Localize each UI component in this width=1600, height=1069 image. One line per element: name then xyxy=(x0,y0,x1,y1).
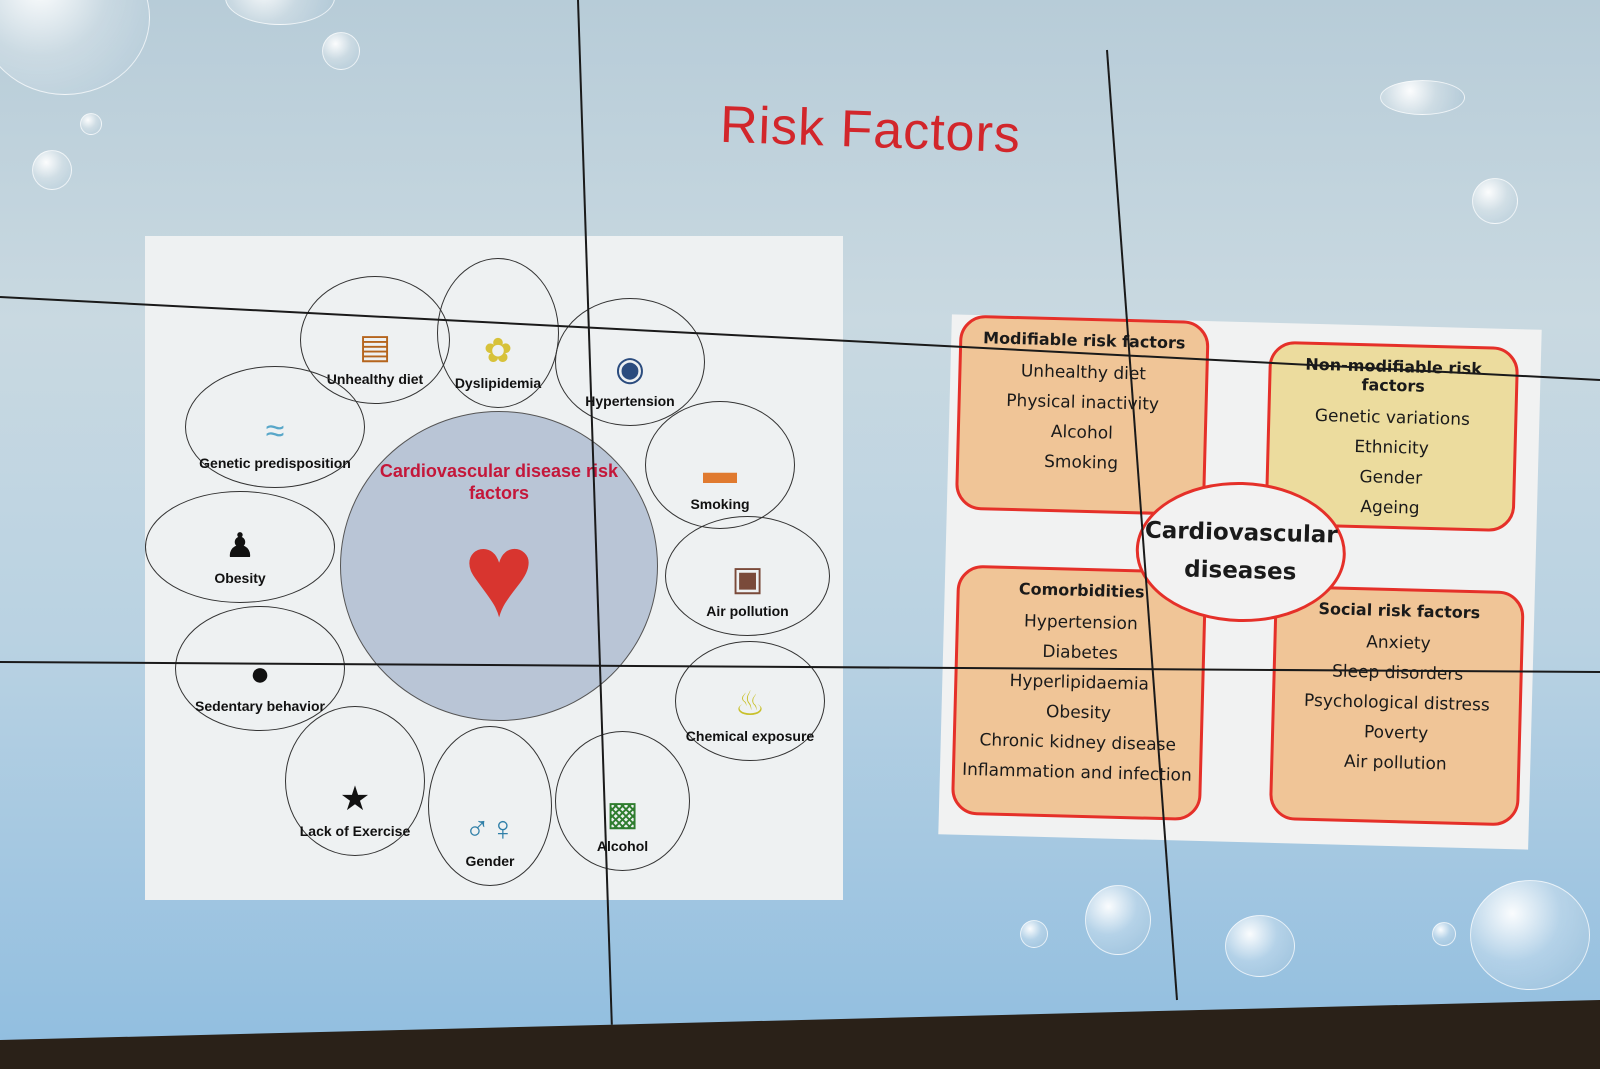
factor-chemical-exposure: ♨ Chemical exposure xyxy=(675,641,825,761)
factor-label: Genetic predisposition xyxy=(199,455,351,471)
runner-icon: ★ xyxy=(339,780,371,818)
bubble-decoration xyxy=(1432,922,1456,946)
burger-icon: ▤ xyxy=(358,328,392,366)
cigarette-icon: ▬ xyxy=(703,453,737,491)
factor-label: Chemical exposure xyxy=(685,728,815,744)
sprayer-icon: ♨ xyxy=(734,685,766,723)
factor-label: Sedentary behavior xyxy=(195,698,325,714)
bubble-decoration xyxy=(1472,178,1518,224)
blood-pressure-icon: ◉ xyxy=(615,350,645,388)
bubble-decoration xyxy=(1380,80,1465,115)
factor-label: Air pollution xyxy=(706,603,789,619)
lipid-icon: ✿ xyxy=(483,332,513,370)
person-icon: ♟ xyxy=(224,527,256,565)
man-woman-icon: ♂♀ xyxy=(464,810,516,848)
factory-icon: ▣ xyxy=(731,560,764,598)
center-title: Cardiovascular disease risk factors xyxy=(379,461,619,503)
factor-label: Unhealthy diet xyxy=(326,371,424,387)
seam-line xyxy=(0,661,1600,673)
factor-label: Smoking xyxy=(690,496,750,512)
bottles-icon: ▩ xyxy=(606,795,639,833)
center-circle: Cardiovascular disease risk factors ♥ xyxy=(340,411,658,721)
factor-label: Alcohol xyxy=(596,838,649,854)
factor-label: Gender xyxy=(465,853,515,869)
bubble-decoration xyxy=(32,150,72,190)
bubble-decoration xyxy=(1470,880,1590,990)
dna-icon: ≈ xyxy=(265,412,285,450)
factor-dyslipidemia: ✿ Dyslipidemia xyxy=(437,258,559,408)
bubble-decoration xyxy=(1085,885,1151,955)
factor-label: Dyslipidemia xyxy=(454,375,542,391)
factor-gender: ♂♀ Gender xyxy=(428,726,552,886)
factor-label: Lack of Exercise xyxy=(299,823,411,839)
factor-hypertension: ◉ Hypertension xyxy=(555,298,705,426)
bubble-decoration xyxy=(1020,920,1048,948)
bubble-decoration xyxy=(322,32,360,70)
factor-label: Obesity xyxy=(214,570,266,586)
factor-alcohol: ▩ Alcohol xyxy=(555,731,690,871)
heart-icon: ♥ xyxy=(463,508,535,642)
factor-label: Hypertension xyxy=(585,393,675,409)
factor-air-pollution: ▣ Air pollution xyxy=(665,516,830,636)
factor-genetic-predisposition: ≈ Genetic predisposition xyxy=(185,366,365,488)
bubble-decoration xyxy=(1225,915,1295,977)
seam-line xyxy=(577,0,613,1031)
seam-line xyxy=(1106,49,1178,1001)
seam-line xyxy=(0,296,1600,381)
bubble-decoration xyxy=(80,113,102,135)
factor-lack-of-exercise: ★ Lack of Exercise xyxy=(285,706,425,856)
factor-obesity: ♟ Obesity xyxy=(145,491,335,603)
